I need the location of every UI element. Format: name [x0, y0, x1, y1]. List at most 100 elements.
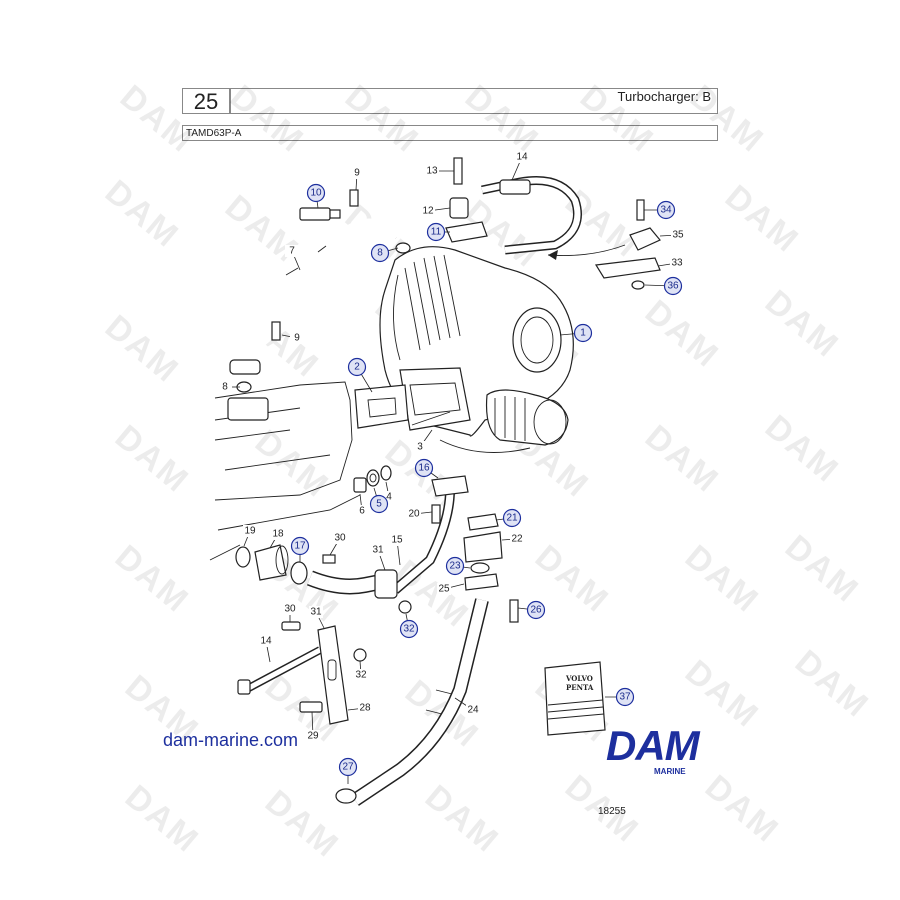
callout-34[interactable]: 34	[644, 200, 676, 220]
page-number: 25	[182, 88, 230, 114]
callout-14[interactable]: 14	[511, 151, 529, 181]
callout-37[interactable]: 37	[605, 687, 635, 707]
callout-11[interactable]: 11	[426, 222, 451, 242]
exhaust-manifold	[209, 381, 361, 561]
callout-label: 24	[467, 705, 479, 716]
flange-assembly	[463, 513, 503, 591]
callout-bg	[309, 606, 323, 618]
callout-circle	[663, 276, 683, 296]
callout-label: 28	[359, 703, 371, 714]
o-ring	[395, 242, 411, 254]
callout-label: 36	[667, 281, 679, 292]
callout-bg	[671, 229, 685, 241]
dam-logo-sub: MARINE	[654, 767, 686, 776]
callout-bg	[355, 505, 369, 517]
callout-circle	[369, 494, 389, 514]
water-pipe	[307, 554, 412, 614]
callout-label: 13	[426, 166, 438, 177]
callout-bg	[466, 704, 480, 716]
callout-27[interactable]: 27	[338, 757, 358, 785]
callout-bg	[290, 332, 304, 344]
callout-19[interactable]: 19	[243, 525, 257, 547]
callout-14[interactable]: 14	[259, 635, 273, 663]
stud	[411, 411, 451, 426]
callout-18[interactable]: 18	[269, 528, 285, 549]
website-text[interactable]: dam-marine.com	[163, 730, 299, 750]
callout-circle	[445, 556, 465, 576]
callout-label: 34	[660, 205, 672, 216]
callout-31[interactable]: 31	[371, 544, 386, 571]
callout-31[interactable]: 31	[309, 606, 325, 629]
callout-label: 26	[530, 605, 542, 616]
callout-label: 31	[310, 607, 322, 618]
callout-25[interactable]: 25	[437, 583, 465, 595]
callout-circle	[526, 600, 546, 620]
oil-return-hose	[481, 175, 582, 255]
callout-bg	[371, 544, 385, 556]
callout-8[interactable]: 8	[370, 243, 399, 263]
callout-1[interactable]: 1	[559, 323, 593, 343]
callout-10[interactable]: 10	[306, 183, 326, 209]
callout-circle	[502, 508, 522, 528]
callout-bg	[271, 528, 285, 540]
callout-13[interactable]: 13	[425, 165, 454, 177]
callout-label: 11	[431, 227, 442, 238]
callout-label: 5	[376, 499, 382, 510]
callout-9[interactable]: 9	[350, 167, 364, 191]
callout-label: 19	[244, 526, 256, 537]
callout-8[interactable]: 8	[218, 381, 240, 393]
callout-label: 30	[284, 604, 296, 615]
callout-label: 3	[417, 442, 423, 453]
callout-35[interactable]: 35	[659, 229, 685, 241]
callout-label: 25	[438, 584, 450, 595]
callout-16[interactable]: 16	[414, 458, 439, 479]
callout-bg	[350, 167, 364, 179]
callout-33[interactable]: 33	[657, 257, 684, 269]
engine-model: TAMD63P-A	[182, 125, 718, 141]
callout-2[interactable]: 2	[347, 357, 373, 393]
callout-label: 22	[511, 534, 523, 545]
callout-9[interactable]: 9	[281, 332, 304, 344]
callout-32[interactable]: 32	[399, 613, 419, 639]
callout-29[interactable]: 29	[306, 711, 320, 742]
callout-20[interactable]: 20	[407, 508, 433, 520]
callout-36[interactable]: 36	[644, 276, 683, 296]
callout-label: 14	[260, 636, 272, 647]
callout-15[interactable]: 15	[390, 534, 404, 566]
callout-23[interactable]: 23	[445, 556, 471, 576]
callout-30[interactable]: 30	[283, 603, 297, 622]
callout-bg	[354, 669, 368, 681]
callout-label: 29	[307, 731, 319, 742]
callout-label: 21	[506, 513, 518, 524]
manual-line2: PENTA	[566, 683, 594, 692]
callout-32[interactable]: 32	[354, 660, 368, 681]
callout-21[interactable]: 21	[495, 508, 522, 528]
callout-label: 6	[359, 506, 365, 517]
callout-28[interactable]: 28	[347, 702, 372, 714]
callout-label: 1	[580, 328, 586, 339]
callout-label: 10	[310, 188, 322, 199]
callout-bg	[306, 730, 320, 742]
callout-26[interactable]: 26	[517, 600, 546, 620]
callout-3[interactable]: 3	[413, 429, 433, 453]
callout-circle	[615, 687, 635, 707]
arrow-head	[548, 250, 558, 260]
callout-7[interactable]: 7	[285, 245, 301, 271]
callout-5[interactable]: 5	[369, 487, 389, 514]
callout-17[interactable]: 17	[290, 536, 310, 563]
oil-supply-pipe	[229, 218, 398, 375]
callout-24[interactable]: 24	[454, 697, 480, 716]
callout-label: 14	[516, 152, 528, 163]
callout-label: 37	[619, 692, 631, 703]
callout-22[interactable]: 22	[501, 533, 524, 545]
callout-12[interactable]: 12	[421, 205, 451, 217]
drawing-number: 18255	[598, 806, 626, 817]
callout-30[interactable]: 30	[329, 532, 347, 556]
callout-6[interactable]: 6	[355, 493, 369, 517]
callout-label: 27	[342, 762, 354, 773]
callout-bg	[407, 508, 421, 520]
callout-bg	[670, 257, 684, 269]
callout-bg	[425, 165, 439, 177]
callout-bg	[390, 534, 404, 546]
